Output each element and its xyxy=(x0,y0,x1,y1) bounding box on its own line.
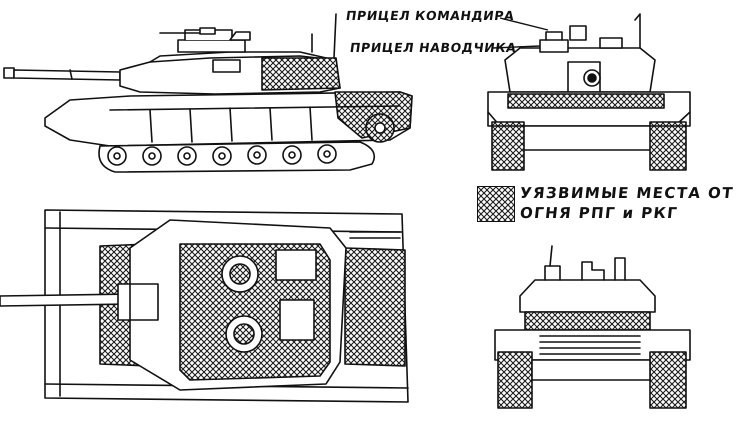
legend-hatch-pattern xyxy=(478,187,514,221)
gunner-sight-label: ПРИЦЕЛ НАВОДЧИКА xyxy=(348,40,518,55)
rear-view xyxy=(494,245,691,409)
side-track xyxy=(98,141,376,173)
leader-lines xyxy=(491,17,549,49)
rear-hull xyxy=(494,329,691,361)
legend-hatch-swatch xyxy=(477,186,515,222)
front-left-track xyxy=(491,121,525,171)
front-right-track xyxy=(649,121,687,171)
side-road-wheels xyxy=(107,144,337,166)
side-view xyxy=(3,13,413,173)
legend-line-1: УЯЗВИМЫЕ МЕСТА ОТ xyxy=(519,184,735,202)
rear-right-track xyxy=(649,351,687,409)
side-turret-bustle-hatch xyxy=(261,57,341,91)
front-view xyxy=(487,13,691,171)
top-view xyxy=(0,209,409,403)
rear-left-track xyxy=(497,351,533,409)
rear-turret xyxy=(519,279,656,313)
commander-sight-label: ПРИЦЕЛ КОМАНДИРА xyxy=(344,8,516,23)
legend-line-2: ОГНЯ РПГ и РКГ xyxy=(519,204,680,222)
side-gun-barrel xyxy=(3,67,121,81)
rear-bustle-hatch xyxy=(524,311,651,331)
top-gun-barrel xyxy=(0,293,131,307)
front-hull-hatch xyxy=(507,93,665,109)
top-hull-rear-hatch xyxy=(344,247,406,367)
